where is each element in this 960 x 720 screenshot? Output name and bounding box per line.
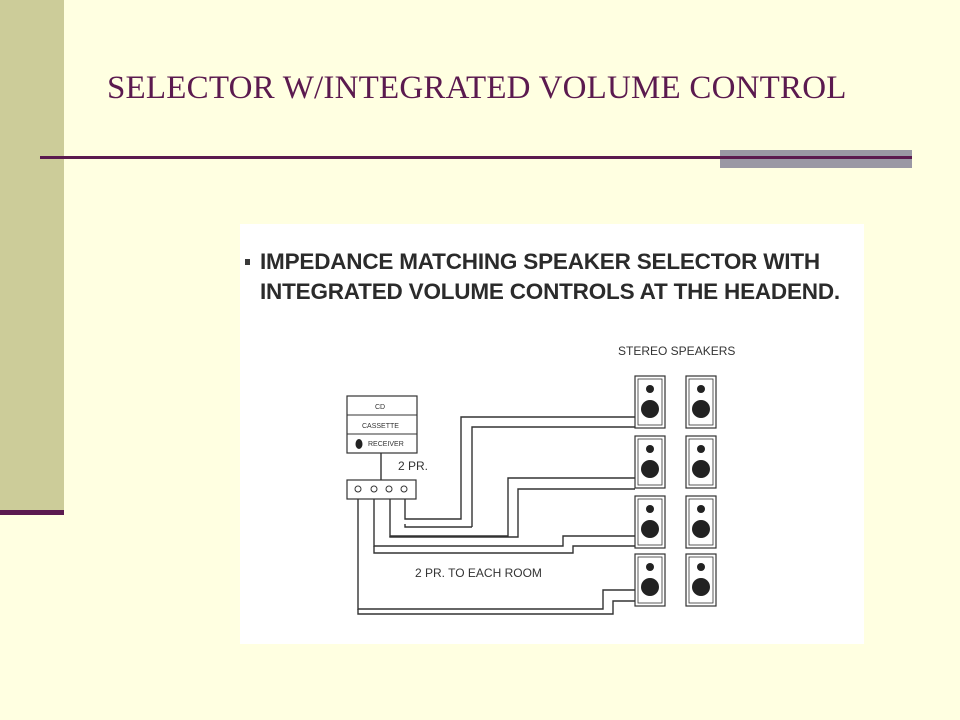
receiver-knob-icon xyxy=(355,439,363,449)
divider-accent-block xyxy=(720,150,912,168)
speaker-icon xyxy=(634,375,666,429)
slide-title: SELECTOR W/INTEGRATED VOLUME CONTROL xyxy=(107,70,847,106)
speaker-array xyxy=(634,375,717,607)
speaker-icon xyxy=(685,553,717,607)
figure-heading: IMPEDANCE MATCHING SPEAKER SELECTOR WITH… xyxy=(260,249,840,304)
speaker-selector-box xyxy=(346,479,417,500)
source-cassette: CASSETTE xyxy=(362,423,399,430)
receiver-link-label: 2 PR. xyxy=(398,459,428,473)
speaker-icon xyxy=(685,495,717,549)
speaker-icon xyxy=(685,435,717,489)
divider-accent-line xyxy=(720,156,912,159)
figure-panel xyxy=(240,224,864,644)
source-receiver: RECEIVER xyxy=(368,441,404,448)
speaker-icon xyxy=(634,495,666,549)
speaker-icon xyxy=(634,435,666,489)
title-divider xyxy=(40,156,912,159)
room-link-label: 2 PR. TO EACH ROOM xyxy=(415,566,542,580)
sidebar-underline xyxy=(0,510,64,515)
sidebar-accent xyxy=(0,0,64,510)
bullet-icon xyxy=(245,259,250,265)
speaker-icon xyxy=(685,375,717,429)
speaker-icon xyxy=(634,553,666,607)
room-wiring xyxy=(357,416,635,615)
stereo-speakers-label: STEREO SPEAKERS xyxy=(618,344,735,358)
source-cd: CD xyxy=(375,404,385,411)
speaker-selector-diagram: STEREO SPEAKERS CD CASSETTE RECEIVER 2 P… xyxy=(346,344,735,615)
source-stack: CD CASSETTE RECEIVER xyxy=(346,395,418,454)
